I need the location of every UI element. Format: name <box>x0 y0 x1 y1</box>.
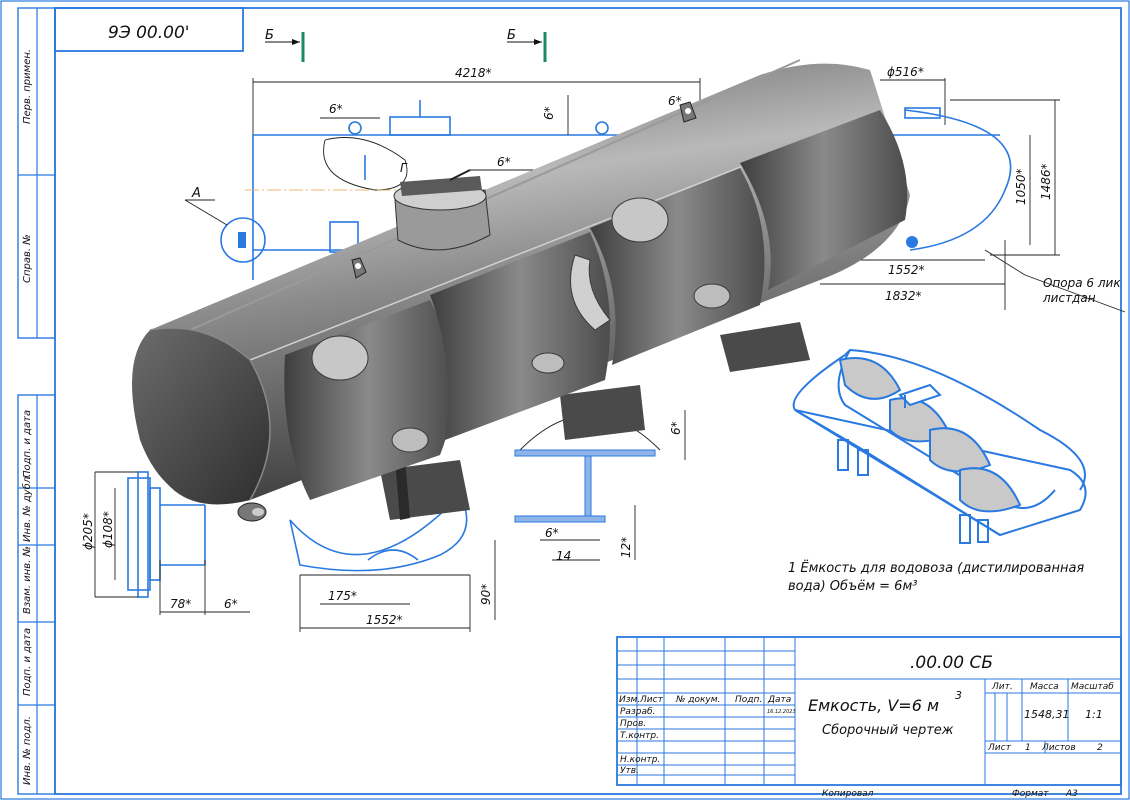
code-box: 9Э 00.00' <box>54 7 244 52</box>
side-label: Подп. и дата <box>22 410 33 478</box>
dim-14: 14 <box>556 549 571 563</box>
dim-12: 12* <box>619 537 633 558</box>
dim-6-b: 6* <box>542 106 556 120</box>
dim-1552-top: 1552* <box>888 263 925 277</box>
side-label: Взам. инв. № <box>22 546 33 614</box>
dim-d205: ϕ205* <box>81 513 95 550</box>
dim-175: 175* <box>328 589 357 603</box>
row-label: Разраб. <box>620 707 655 717</box>
weld-detail: 6* 6* 14 12* <box>514 410 686 563</box>
format-label: Формат <box>1012 789 1049 799</box>
side-stamp: Перв. примен. Справ. № Подп. и дата Инв.… <box>21 49 33 785</box>
side-label: Инв. № подл. <box>22 716 33 785</box>
end-view: ϕ516* 1050* 1486* 1552* 1832* Опора 6 ли… <box>820 65 1126 313</box>
notes: 1 Ёмкость для водовоза (дистилированная … <box>788 560 1084 594</box>
flange-detail: ϕ205* ϕ108* 78* 6* <box>81 471 250 615</box>
row-label: Пров. <box>620 719 646 729</box>
dim-6-d: 6* <box>497 155 511 169</box>
section-mark-label: Б <box>507 28 516 43</box>
dim-1552-bottom: 1552* <box>366 613 403 627</box>
note-line-2: вода) Объём = 6м³ <box>788 579 917 594</box>
title-line-2: Сборочный чертеж <box>822 723 954 738</box>
section-marks: Б Б <box>265 28 547 62</box>
col-header: Изм. <box>619 695 640 705</box>
dim-90: 90* <box>479 584 493 605</box>
sheet-label: Лист <box>987 743 1012 753</box>
title-block: .00.00 СБ Емкость, V=6 м 3 Сборочный чер… <box>616 636 1122 799</box>
side-label: Подп. и дата <box>22 628 33 696</box>
dim-1486: 1486* <box>1039 163 1053 200</box>
row-label: Т.контр. <box>620 731 659 741</box>
dim-length: 4218* <box>455 66 492 80</box>
label-a: А <box>191 186 201 201</box>
designation: .00.00 СБ <box>910 653 993 673</box>
side-label: Перв. примен. <box>22 49 33 124</box>
dim-6-detail-top: 6* <box>669 421 683 435</box>
scale-value: 1:1 <box>1085 708 1103 721</box>
title-superscript: 3 <box>955 689 962 702</box>
lit-label: Лит. <box>991 682 1013 692</box>
format-value: А3 <box>1065 789 1078 799</box>
bottom-section: 1552* 175* 90* <box>289 493 496 632</box>
dim-1050: 1050* <box>1014 168 1028 205</box>
support-note-1: Опора 6 лик <box>1043 276 1121 290</box>
dim-d108: ϕ108* <box>101 511 115 548</box>
dim-6-detail: 6* <box>545 526 559 540</box>
mass-label: Масса <box>1030 682 1059 692</box>
col-header: № докум. <box>675 695 720 705</box>
copied-label: Копировал <box>822 789 874 799</box>
scale-label: Масштаб <box>1071 682 1114 692</box>
side-label: Инв. № дубл. <box>21 474 33 542</box>
date-value: 16.12.2023 <box>767 709 796 715</box>
tank-render <box>132 59 910 522</box>
support-note-2: листдан <box>1042 291 1096 305</box>
row-label: Утв. <box>620 766 639 776</box>
sheet-value: 1 <box>1025 743 1031 753</box>
dim-6-flange: 6* <box>224 597 238 611</box>
dim-78: 78* <box>170 597 191 611</box>
dim-1832: 1832* <box>885 289 922 303</box>
title-line-1: Емкость, V=6 м <box>808 696 939 715</box>
dim-6-c: 6* <box>668 94 682 108</box>
sheets-value: 2 <box>1097 743 1103 753</box>
iso-wireframe <box>792 348 1087 544</box>
sheets-label: Листов <box>1041 743 1076 753</box>
col-header: Дата <box>767 695 791 705</box>
dim-d516: ϕ516* <box>887 65 924 79</box>
label-g: Г <box>400 161 408 175</box>
row-label: Н.контр. <box>620 755 660 765</box>
note-line-1: 1 Ёмкость для водовоза (дистилированная <box>788 560 1084 576</box>
col-header: Лист <box>639 695 664 705</box>
mass-value: 1548,31 <box>1024 708 1070 721</box>
col-header: Подп. <box>735 695 762 705</box>
side-label: Справ. № <box>22 234 33 283</box>
section-mark-label: Б <box>265 28 274 43</box>
dim-6-a: 6* <box>329 102 343 116</box>
code-box-text: 9Э 00.00' <box>108 23 189 43</box>
